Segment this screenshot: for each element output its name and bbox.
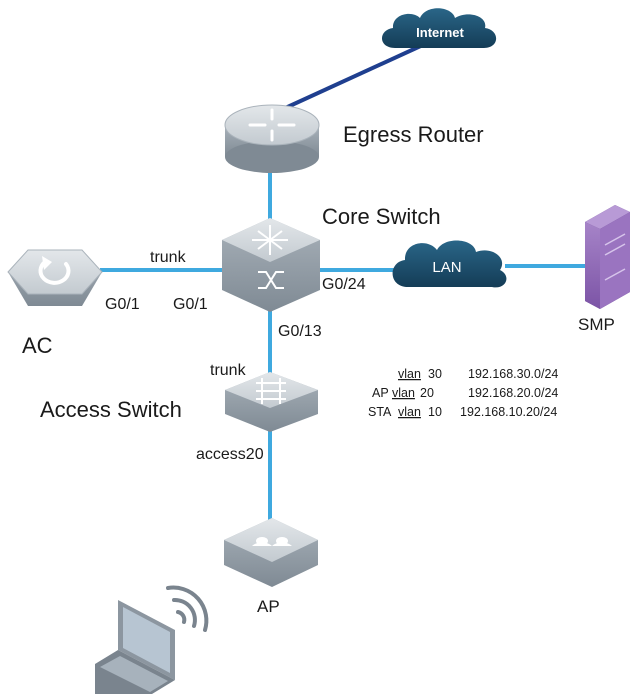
links — [100, 42, 585, 520]
lan-cloud-icon: LAN — [392, 240, 507, 288]
access-downlink-label: access20 — [196, 446, 264, 463]
lan-label: LAN — [432, 259, 461, 276]
core-ac-port-label: G0/1 — [173, 296, 208, 313]
ac-port-label: G0/1 — [105, 296, 140, 313]
vlan-id: 30 — [428, 367, 442, 381]
ac-controller-icon — [7, 249, 103, 306]
internet-link — [269, 42, 426, 117]
ac-link-trunk-label: trunk — [150, 249, 187, 266]
vlan-keyword: vlan — [398, 405, 421, 419]
egress-router-label: Egress Router — [343, 122, 484, 147]
router-icon — [224, 104, 320, 173]
smp-server-icon — [585, 205, 630, 309]
vlan-subnet: 192.168.10.20/24 — [460, 405, 557, 419]
internet-label: Internet — [416, 25, 464, 40]
laptop-icon — [95, 600, 175, 694]
vlan-row: vlan 30 192.168.30.0/24 — [398, 367, 558, 381]
ap-label: AP — [257, 597, 280, 616]
vlan-keyword: vlan — [392, 386, 415, 400]
core-switch-icon — [222, 218, 320, 312]
access-switch-icon — [225, 372, 318, 432]
vlan-id: 10 — [428, 405, 442, 419]
wifi-signal-icon — [166, 585, 209, 632]
access-switch-label: Access Switch — [40, 397, 182, 422]
internet-cloud-icon: Internet — [381, 8, 497, 49]
smp-label: SMP — [578, 315, 615, 334]
vlan-row-prefix: STA — [368, 405, 392, 419]
vlan-subnet: 192.168.20.0/24 — [468, 386, 558, 400]
vlan-row-prefix: AP — [372, 386, 389, 400]
core-lan-port-label: G0/24 — [322, 276, 366, 293]
vlan-id: 20 — [420, 386, 434, 400]
ac-label: AC — [22, 333, 53, 358]
vlan-subnet: 192.168.30.0/24 — [468, 367, 558, 381]
access-uplink-trunk-label: trunk — [210, 362, 247, 379]
access-point-icon — [224, 518, 318, 587]
vlan-row: STA vlan 10 192.168.10.20/24 — [368, 405, 557, 419]
core-switch-label: Core Switch — [322, 204, 441, 229]
vlan-keyword: vlan — [398, 367, 421, 381]
core-access-port-label: G0/13 — [278, 323, 322, 340]
